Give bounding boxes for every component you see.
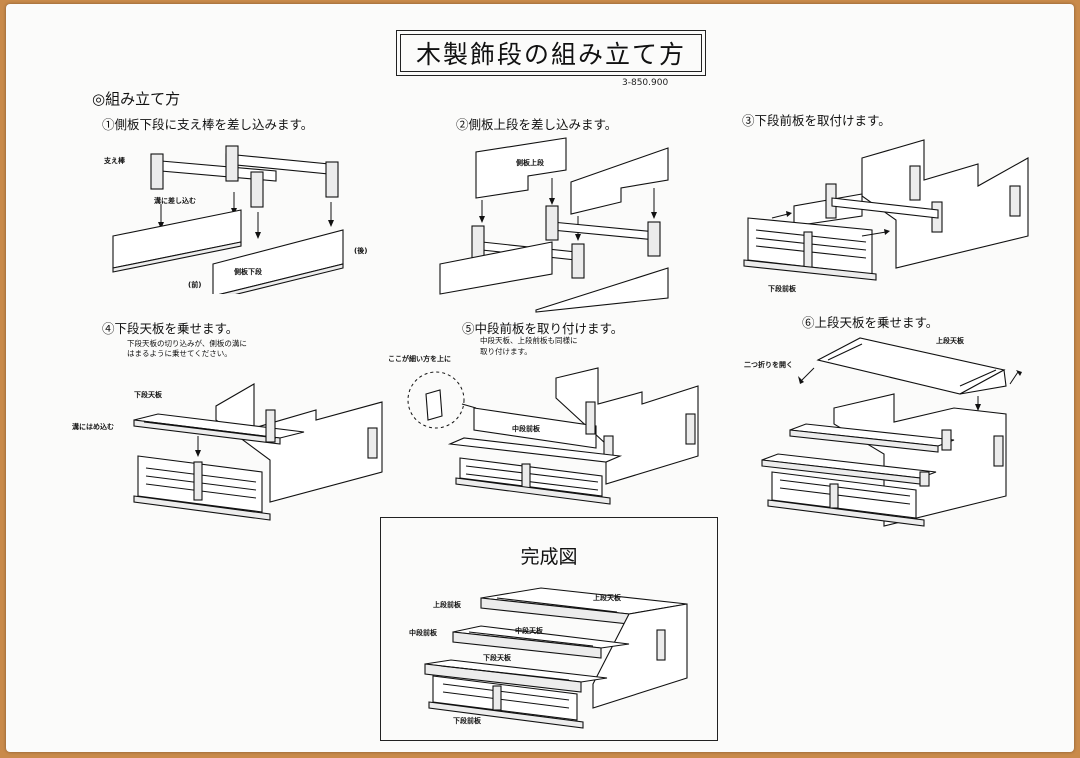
step-4-note-line-2: はまるように乗せてください。 (127, 349, 232, 358)
step-3-label: ③下段前板を取付けます。 (742, 113, 891, 128)
step-5-note-line-1: 中段天板、上段前板も同様に (480, 336, 578, 345)
step-5-figure (407, 367, 699, 505)
step-3-figure (743, 139, 1029, 281)
thin-side-up-label: ここが細い方を上に (388, 355, 451, 363)
groove-insert-label: 溝に差し込む (154, 197, 196, 205)
top-upper-label: 上段天板 (936, 337, 964, 345)
front-label: (前) (188, 281, 202, 289)
step-1-figure (112, 145, 344, 294)
step-6-label: ⑥上段天板を乗せます。 (802, 315, 939, 330)
support-bar-label: 支え棒 (104, 157, 125, 165)
side-lower-label: 側板下段 (234, 268, 262, 276)
front-lower-label: 下段前板 (768, 285, 796, 293)
completed-figure (424, 587, 688, 729)
completed-mid-top-label: 中段天板 (515, 627, 543, 635)
back-label: (後) (354, 247, 368, 255)
step-5-note-line-2: 取り付けます。 (480, 347, 532, 356)
completed-figure-box: 完成図 上段前板 上段天板 中段前板 中段天板 下段天板 下段前板 (380, 517, 718, 741)
completed-title: 完成図 (520, 546, 578, 568)
step-2-label: ②側板上段を差し込みます。 (456, 117, 618, 132)
title-frame: 木製飾段の組み立て方 (396, 30, 706, 76)
step-2-figure (439, 137, 669, 313)
top-lower-label: 下段天板 (134, 391, 162, 399)
step-4-note-line-1: 下段天板の切り込みが、側板の溝に (127, 339, 247, 348)
unfold-label: 二つ折りを開く (744, 361, 793, 369)
completed-lower-top-label: 下段天板 (483, 654, 511, 662)
step-1-label: ①側板下段に支え棒を差し込みます。 (102, 117, 314, 132)
instruction-sheet: 木製飾段の組み立て方 3-850.900 ◎組み立て方 ①側板下段に支え棒を差し… (6, 4, 1074, 752)
completed-upper-front-label: 上段前板 (433, 601, 461, 609)
step-6-figure (761, 337, 1022, 527)
step-5-label: ⑤中段前板を取り付けます。 (462, 321, 624, 336)
step-4-label: ④下段天板を乗せます。 (102, 321, 239, 336)
completed-mid-front-label: 中段前板 (409, 629, 437, 637)
product-code: 3-850.900 (622, 78, 669, 88)
completed-upper-top-label: 上段天板 (593, 594, 621, 602)
mid-front-label: 中段前板 (512, 425, 540, 433)
section-heading: ◎組み立て方 (92, 90, 181, 108)
completed-lower-front-label: 下段前板 (453, 717, 481, 725)
step-4-figure (133, 383, 383, 521)
side-upper-label: 側板上段 (516, 159, 544, 167)
fit-groove-label: 溝にはめ込む (72, 423, 114, 431)
page-title: 木製飾段の組み立て方 (415, 40, 686, 69)
